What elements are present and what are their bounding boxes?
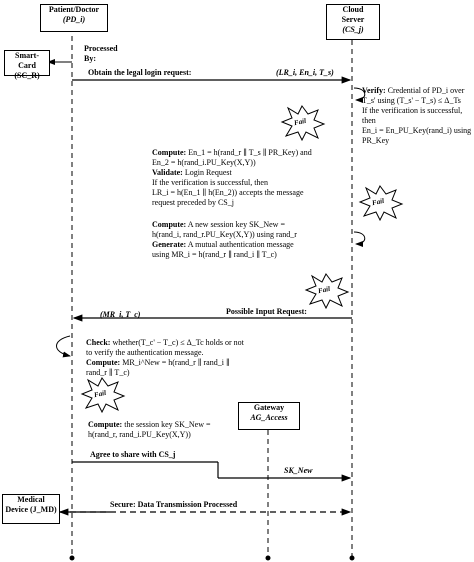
verify-block-line: En_i = En_PU_Key(rand_i) using [362, 126, 471, 136]
compute-block-2-line: Generate: A mutual authentication messag… [152, 240, 297, 250]
verify-block-line: T_s' using (T_s' − T_s) ≤ Δ_Ts [362, 96, 471, 106]
verify-block-line: then [362, 116, 471, 126]
cloud-server-box: Cloud Server (CS_j) [326, 4, 380, 40]
verify-block-line: Verify: Credential of PD_i over [362, 86, 471, 96]
compute-block-2-line: Compute: A new session key SK_New = [152, 220, 297, 230]
line-text: using MR_i = h(rand_r ∥ rand_i ∥ T_c) [152, 250, 277, 259]
fail-burst-1 [280, 105, 326, 142]
line-text: then [362, 116, 376, 125]
self-loop-cloud-2 [353, 231, 366, 247]
keyword: Check: [86, 338, 111, 347]
smartcard-name: Smart- [15, 51, 39, 60]
keyword: Compute: [88, 420, 123, 429]
fail-burst-4 [80, 377, 126, 414]
line-text: En_1 = h(rand_r ∥ T_s ∥ PR_Key) and [186, 148, 312, 157]
cloud-name2: Server [341, 15, 365, 24]
fail-burst-3 [304, 273, 350, 310]
medical-device-box: Medical Device (J_MD) [2, 494, 60, 524]
compute-block-1-line: En_2 = h(rand_i.PU_Key(X,Y)) [152, 158, 312, 168]
line-text: h(rand_r, rand_i.PU_Key(X,Y)) [88, 430, 191, 439]
check-block-line: Check: whether(T_c' − T_c) ≤ Δ_Tc holds … [86, 338, 244, 348]
line-text: A new session key SK_New = [186, 220, 285, 229]
line-text: A mutual authentication message [186, 240, 294, 249]
check-block-line: Compute: MR_i^New = h(rand_r ∥ rand_i ∥ [86, 358, 244, 368]
line-text: the session key SK_New = [122, 420, 211, 429]
sk-new-label: SK_New [284, 466, 313, 475]
lifeline-end-gateway [265, 555, 271, 561]
device-name2: Device (J_MD) [5, 505, 57, 514]
secure-transmission-label: Secure: Data Transmission Processed [110, 500, 238, 509]
smart-card-box: Smart- Card (SC_R) [4, 50, 50, 80]
lifeline-end-patient [69, 555, 75, 561]
patient-name: Patient/Doctor [48, 5, 100, 14]
keyword: Compute: [152, 220, 187, 229]
line-text: Credential of PD_i over [385, 86, 465, 95]
device-name: Medical [17, 495, 45, 504]
line-text: MR_i^New = h(rand_r ∥ rand_i ∥ [120, 358, 230, 367]
compute-block-3-line: Compute: the session key SK_New = [88, 420, 211, 430]
line-text: LR_i = h(En_1 ∥ h(En_2)) accepts the mes… [152, 188, 304, 197]
line-text: Login Request [182, 168, 232, 177]
compute-block-1-line: If the verification is successful, then [152, 178, 312, 188]
compute-block-2-line: using MR_i = h(rand_r ∥ rand_i ∥ T_c) [152, 250, 297, 260]
line-text: T_s' using (T_s' − T_s) ≤ Δ_Ts [362, 96, 461, 105]
line-text: If the verification is successful, [362, 106, 463, 115]
keyword: Compute: [152, 148, 187, 157]
cloud-name: Cloud [342, 5, 364, 14]
line-text: If the verification is successful, then [152, 178, 268, 187]
gateway-name: Gateway [253, 403, 285, 412]
smartcard-name2: Card (SC_R) [14, 61, 40, 80]
line-text: En_2 = h(rand_i.PU_Key(X,Y)) [152, 158, 256, 167]
compute-block-2-line: h(rand_i, rand_r.PU_Key(X,Y)) using rand… [152, 230, 297, 240]
check-block-line: to verify the authentication message. [86, 348, 244, 358]
keyword: Verify: [362, 86, 386, 95]
patient-doctor-box: Patient/Doctor (PD_i) [40, 4, 108, 32]
patient-id: (PD_i) [62, 15, 86, 24]
compute-block-3-line: h(rand_r, rand_i.PU_Key(X,Y)) [88, 430, 211, 440]
agree-share-label: Agree to share with CS_j [90, 450, 176, 459]
check-block: Check: whether(T_c' − T_c) ≤ Δ_Tc holds … [86, 338, 244, 378]
line-text: to verify the authentication message. [86, 348, 204, 357]
login-params-label: (LR_i, En_i, T_s) [276, 68, 334, 77]
verify-block-line: If the verification is successful, [362, 106, 471, 116]
line-text: En_i = En_PU_Key(rand_i) using [362, 126, 472, 135]
gateway-box: Gateway AG_Access [238, 402, 300, 430]
compute-block-1-line: request preceded by CS_j [152, 198, 312, 208]
processed-by-line2: By: [84, 54, 96, 63]
verify-block-line: PR_Key [362, 136, 471, 146]
keyword: Compute: [86, 358, 121, 367]
fail-burst-2 [358, 185, 404, 222]
line-text: request preceded by CS_j [152, 198, 234, 207]
lifeline-end-cloud [349, 555, 355, 561]
cloud-id: (CS_j) [342, 25, 364, 34]
line-text: h(rand_i, rand_r.PU_Key(X,Y)) using rand… [152, 230, 297, 239]
line-text: whether(T_c' − T_c) ≤ Δ_Tc holds or not [110, 338, 244, 347]
check-block-line: rand_r ∥ T_c) [86, 368, 244, 378]
keyword: Validate: [152, 168, 183, 177]
gateway-id: AG_Access [250, 413, 288, 422]
compute-block-1-line: Validate: Login Request [152, 168, 312, 178]
compute-block-3: Compute: the session key SK_New =h(rand_… [88, 420, 211, 440]
possible-input-label: Possible Input Request: [226, 307, 307, 316]
compute-block-1-line: LR_i = h(En_1 ∥ h(En_2)) accepts the mes… [152, 188, 312, 198]
processed-by-line1: Processed [84, 44, 118, 53]
mr-params-label: (MR_i, T_c) [100, 310, 141, 319]
compute-block-1: Compute: En_1 = h(rand_r ∥ T_s ∥ PR_Key)… [152, 148, 312, 208]
compute-block-1-line: Compute: En_1 = h(rand_r ∥ T_s ∥ PR_Key)… [152, 148, 312, 158]
compute-block-2: Compute: A new session key SK_New =h(ran… [152, 220, 297, 260]
line-text: rand_r ∥ T_c) [86, 368, 130, 377]
self-loop-patient [56, 335, 71, 358]
line-text: PR_Key [362, 136, 390, 145]
self-loop-cloud-1 [353, 87, 366, 103]
login-request-label: Obtain the legal login request: [88, 68, 192, 77]
keyword: Generate: [152, 240, 187, 249]
